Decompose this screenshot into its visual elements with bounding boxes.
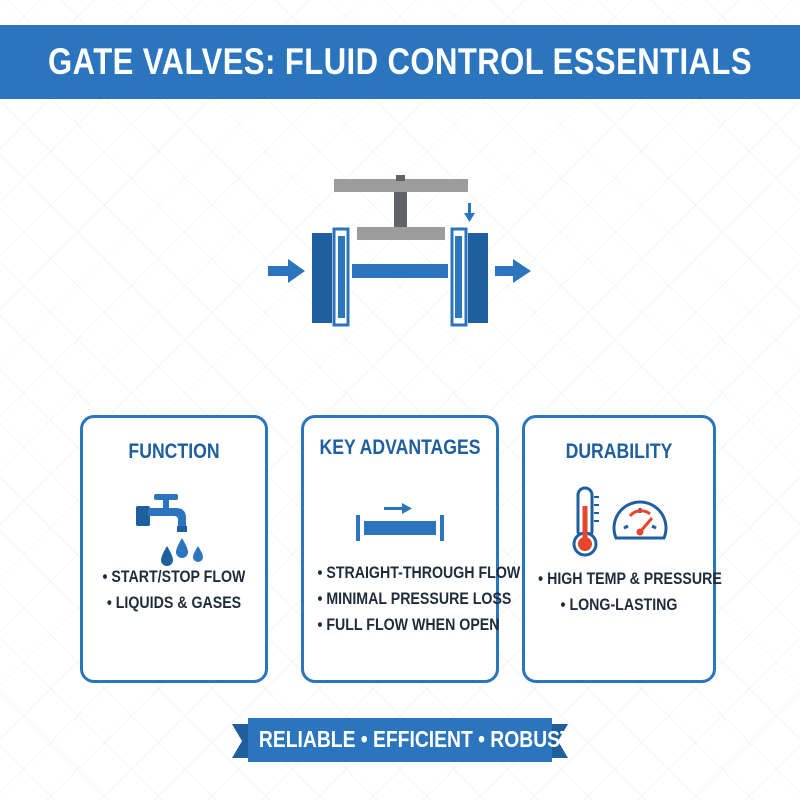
thermometer-icon — [572, 486, 599, 557]
gate-direction-arrow — [464, 203, 475, 222]
inlet-flow-arrow — [268, 259, 305, 283]
card-title: FUNCTION — [128, 440, 220, 463]
function-card: FUNCTION • START/STOP FLOW • LIQUIDS & G… — [80, 415, 268, 683]
valve-stem — [394, 192, 407, 228]
left-flange-outer — [312, 233, 332, 323]
valve-body — [352, 264, 448, 278]
faucet-droplets-icon — [83, 480, 265, 570]
right-flange-outer — [468, 233, 488, 323]
list-item: • HIGH TEMP & PRESSURE — [538, 570, 722, 588]
list-item: • LONG-LASTING — [560, 596, 678, 614]
durability-card: DURABILITY — [522, 415, 722, 683]
outlet-flow-arrow — [495, 259, 531, 283]
card-title: KEY ADVANTAGES — [319, 436, 481, 459]
card-title: DURABILITY — [565, 440, 673, 463]
title-bar: GATE VALVES: FLUID CONTROL ESSENTIALS — [0, 25, 800, 99]
list-item: • MINIMAL PRESSURE LOSS — [317, 590, 512, 608]
banner-text: RELIABLE • EFFICIENT • ROBUST — [258, 726, 572, 752]
list-item: • FULL FLOW WHEN OPEN — [317, 616, 500, 634]
pressure-gauge-icon — [612, 500, 668, 540]
key-advantages-card: KEY ADVANTAGES • STRAIGHT-THROUGH FLOW •… — [301, 415, 521, 683]
handwheel-bar — [334, 179, 468, 192]
list-item: • LIQUIDS & GASES — [106, 594, 242, 612]
slogan-banner: RELIABLE • EFFICIENT • ROBUST — [232, 716, 572, 764]
page-title: GATE VALVES: FLUID CONTROL ESSENTIALS — [48, 41, 752, 82]
thermometer-pressure-gauge-icon — [525, 480, 713, 570]
gate-valve-diagram — [268, 175, 531, 327]
gate-plate — [357, 227, 445, 240]
straight-pipe-flow-icon — [304, 480, 496, 570]
stem-cap — [396, 175, 405, 181]
list-item: • START/STOP FLOW — [102, 568, 246, 586]
list-item: • STRAIGHT-THROUGH FLOW — [317, 564, 521, 582]
